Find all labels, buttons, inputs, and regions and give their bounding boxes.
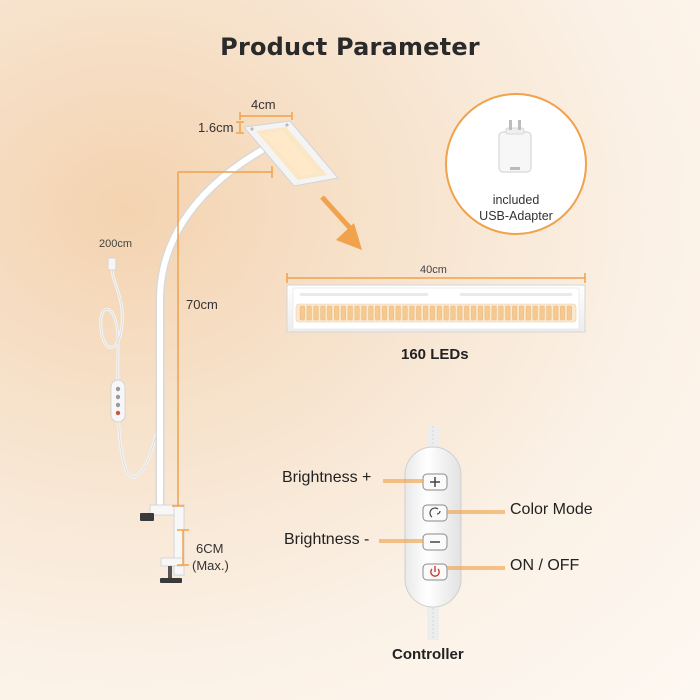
page-title: Product Parameter	[220, 33, 480, 61]
clamp-opening-max-label: (Max.)	[192, 558, 229, 573]
plus-icon	[430, 477, 440, 487]
led-cell	[388, 305, 394, 321]
brightness-plus-label: Brightness +	[282, 469, 372, 486]
led-cell	[375, 305, 381, 321]
led-cell	[464, 305, 470, 321]
adapter-line1: included	[492, 193, 540, 207]
led-cell	[457, 305, 463, 321]
dimension-lines	[172, 112, 586, 566]
led-cell	[320, 305, 326, 321]
led-bar-length-label: 40cm	[420, 264, 447, 276]
led-cell	[334, 305, 340, 321]
led-cell	[477, 305, 483, 321]
led-cell	[560, 305, 566, 321]
led-cell	[368, 305, 374, 321]
led-cell	[546, 305, 552, 321]
cable-length-label: 200cm	[99, 238, 133, 250]
led-cell	[327, 305, 333, 321]
led-cell	[409, 305, 415, 321]
led-cell	[306, 305, 312, 321]
led-count-label: 160 LEDs	[401, 346, 469, 363]
led-cell	[525, 305, 531, 321]
led-cell	[505, 305, 511, 321]
usb-adapter-icon	[498, 120, 532, 173]
led-cell	[313, 305, 319, 321]
led-cell	[498, 305, 504, 321]
usb-adapter-badge	[445, 93, 587, 235]
arm-height-label: 70cm	[186, 297, 218, 312]
brightness-minus-label: Brightness -	[284, 531, 370, 548]
controller-device	[379, 426, 505, 640]
led-cell	[471, 305, 477, 321]
desk-lamp	[99, 120, 339, 583]
on-off-label: ON / OFF	[510, 557, 580, 574]
led-cell	[539, 305, 545, 321]
led-cell	[443, 305, 449, 321]
led-cell	[299, 305, 305, 321]
led-cell	[347, 305, 353, 321]
led-cell	[382, 305, 388, 321]
power-icon	[430, 566, 440, 577]
color-mode-icon	[429, 507, 441, 518]
led-cell	[450, 305, 456, 321]
led-cell	[491, 305, 497, 321]
inline-controller-small	[110, 379, 126, 423]
controller-title: Controller	[392, 646, 464, 663]
led-cell	[436, 305, 442, 321]
head-thickness-label: 1.6cm	[198, 120, 234, 135]
led-cell	[553, 305, 559, 321]
color-mode-label: Color Mode	[510, 501, 593, 518]
led-bar	[286, 284, 586, 333]
head-width-label: 4cm	[251, 97, 276, 112]
led-cell	[566, 305, 572, 321]
led-cell	[416, 305, 422, 321]
led-cell	[519, 305, 525, 321]
led-cell	[340, 305, 346, 321]
led-cell	[512, 305, 518, 321]
led-cell	[423, 305, 429, 321]
led-cell	[395, 305, 401, 321]
arrow-icon	[320, 195, 362, 250]
usb-adapter-caption: included USB-Adapter	[445, 192, 587, 224]
led-cell	[532, 305, 538, 321]
adapter-line2: USB-Adapter	[479, 209, 553, 223]
led-cell	[402, 305, 408, 321]
led-cell	[354, 305, 360, 321]
desk-clamp	[140, 504, 185, 583]
led-cell	[484, 305, 490, 321]
clamp-opening-label: 6CM	[196, 541, 224, 556]
lamp-head	[243, 120, 339, 187]
led-cell	[361, 305, 367, 321]
led-cell	[429, 305, 435, 321]
